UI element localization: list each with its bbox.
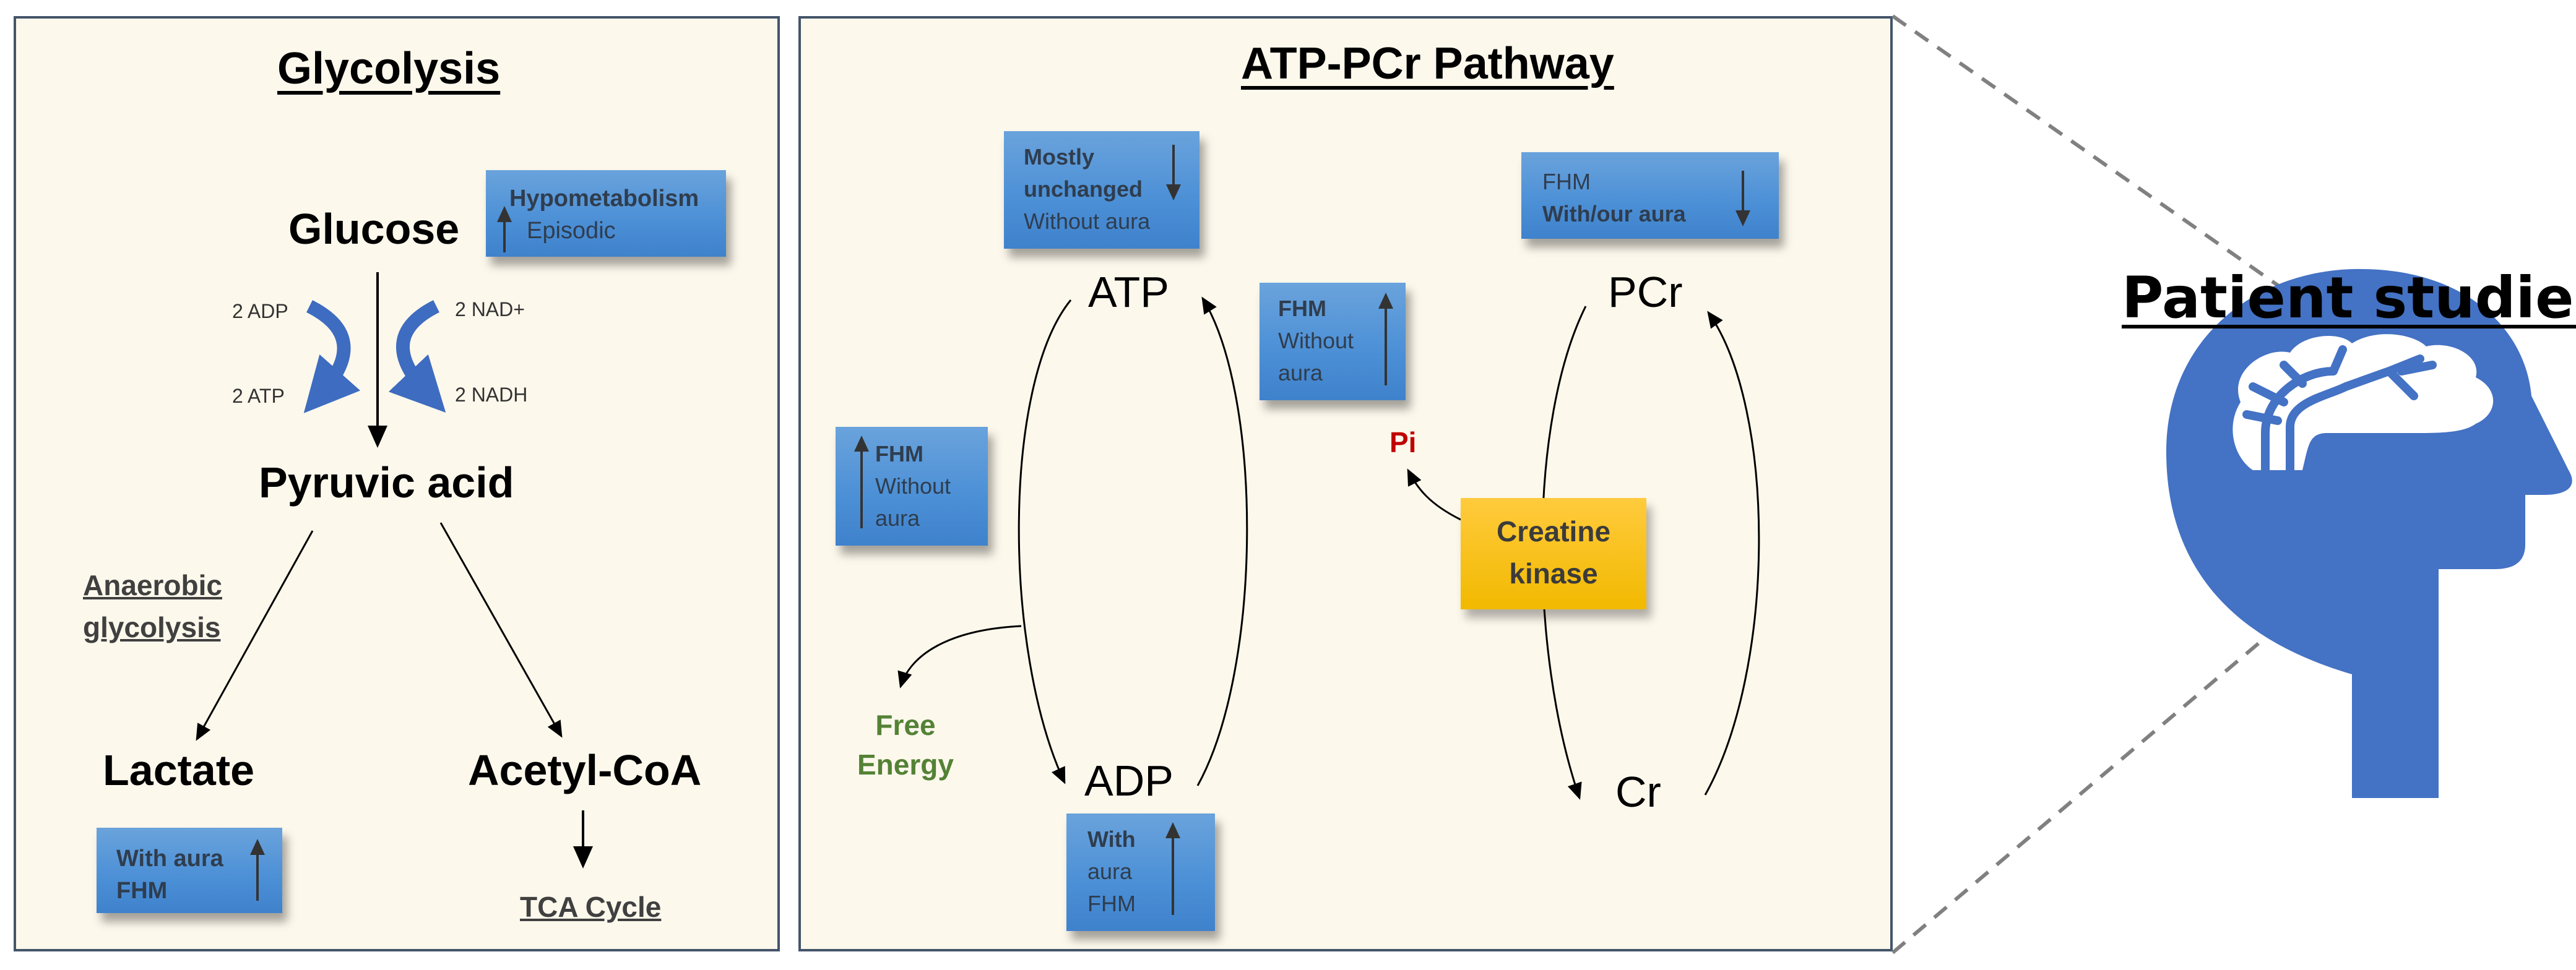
anaerobic-line-1: Anaerobic (83, 569, 222, 601)
cofactor-2-atp: 2 ATP (232, 385, 285, 407)
anaerobic-glycolysis-label: Anaerobic glycolysis (83, 564, 222, 648)
lactate-box-line-1: With aura (116, 846, 223, 872)
patient-studies-title: Patient studies (2122, 265, 2576, 331)
adp-box-line-1: With (1087, 826, 1136, 852)
atp-side-line-1: FHM (1278, 296, 1326, 321)
dashed-line-bottom (1891, 604, 2304, 955)
creatine-kinase-line-1: Creatine (1496, 515, 1611, 547)
dashed-line-top (1891, 14, 2291, 296)
free-energy-label: Free Energy (857, 705, 954, 784)
up-arrow-icon (1165, 822, 1180, 915)
node-pyruvic-acid: Pyruvic acid (259, 458, 514, 507)
left-box-line-2: Without (875, 473, 951, 499)
pcr-finding-box: FHM With/our aura (1521, 152, 1779, 239)
creatine-kinase-box: Creatine kinase (1461, 498, 1646, 609)
up-arrow-icon (250, 839, 265, 901)
head-brain-icon (2166, 268, 2572, 798)
node-atp: ATP (1088, 268, 1169, 316)
up-arrow-icon (1378, 293, 1393, 385)
glucose-box-line-1: Hypometabolism (509, 186, 699, 212)
free-energy-line-1: Free (875, 709, 936, 741)
lactate-box-line-2: FHM (116, 878, 168, 904)
node-pi: Pi (1390, 426, 1417, 458)
node-adp: ADP (1084, 757, 1173, 805)
left-finding-box: FHM Without aura (836, 427, 988, 546)
atp-side-finding-box: FHM Without aura (1260, 283, 1406, 400)
pcr-box-line-1: FHM (1542, 169, 1591, 194)
node-glucose: Glucose (288, 205, 460, 253)
down-arrow-icon (1735, 171, 1750, 226)
glycolysis-title: Glycolysis (277, 44, 501, 93)
adp-finding-box: With aura FHM (1066, 813, 1215, 931)
atp-top-line-1: Mostly (1024, 144, 1095, 170)
atp-top-finding-box: Mostly unchanged Without aura (1004, 131, 1199, 249)
atp-side-line-3: aura (1278, 360, 1323, 385)
glucose-finding-box: Hypometabolism Episodic (486, 170, 726, 257)
atp-side-line-2: Without (1278, 328, 1354, 353)
creatine-kinase-line-2: kinase (1509, 557, 1598, 590)
glucose-box-line-2: Episodic (527, 218, 616, 244)
lactate-finding-box: With aura FHM (97, 828, 282, 913)
cofactor-2-nad: 2 NAD+ (455, 298, 525, 320)
atp-pcr-title: ATP-PCr Pathway (1241, 39, 1614, 88)
node-pcr: PCr (1608, 268, 1683, 316)
down-arrow-icon (1166, 145, 1181, 200)
adp-box-line-3: FHM (1087, 891, 1136, 916)
atp-top-line-3: Without aura (1024, 208, 1151, 234)
node-lactate: Lactate (103, 746, 255, 794)
free-energy-line-2: Energy (857, 749, 954, 781)
left-box-line-1: FHM (875, 441, 923, 466)
adp-box-line-2: aura (1087, 859, 1133, 884)
cofactor-2-adp: 2 ADP (232, 300, 288, 322)
anaerobic-line-2: glycolysis (83, 611, 221, 643)
pcr-box-line-2: With/our aura (1542, 201, 1686, 226)
atp-top-line-2: unchanged (1024, 176, 1143, 202)
node-tca-cycle: TCA Cycle (520, 891, 662, 923)
node-acetyl-coa: Acetyl-CoA (468, 746, 702, 794)
left-box-line-3: aura (875, 505, 920, 531)
up-arrow-icon (497, 206, 512, 252)
node-cr: Cr (1615, 768, 1661, 816)
up-arrow-icon (854, 436, 869, 528)
cofactor-2-nadh: 2 NADH (455, 384, 528, 406)
